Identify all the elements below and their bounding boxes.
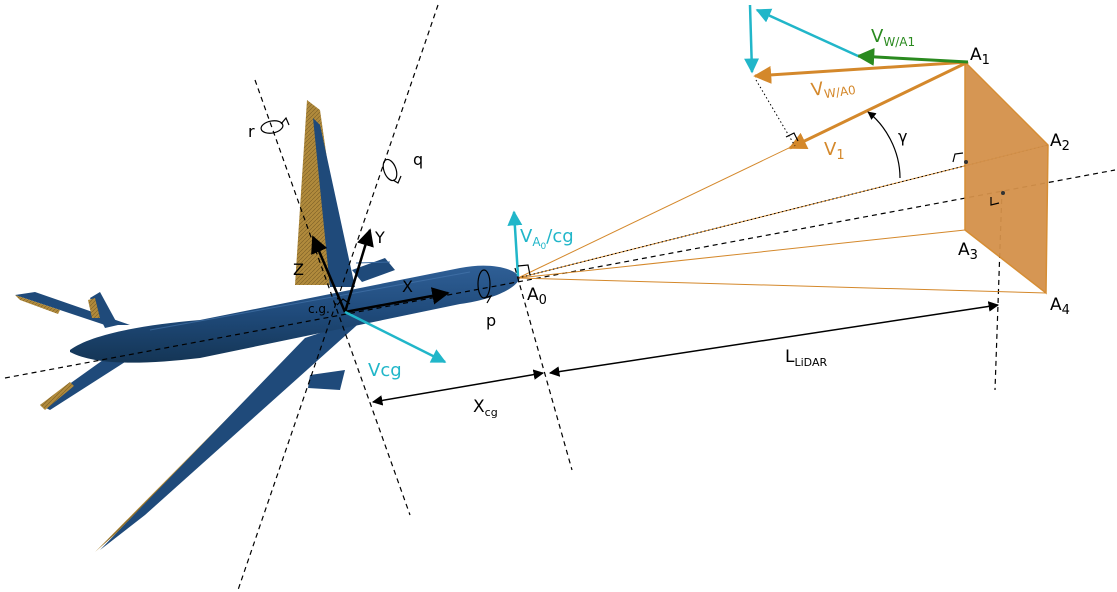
tail-fin <box>90 292 118 328</box>
cg-vertical-axis <box>254 79 411 516</box>
tail-fin-gold <box>88 298 100 318</box>
plane-center-point <box>1001 191 1005 195</box>
airplane-model <box>15 100 520 552</box>
z-axis-arrow <box>311 235 347 313</box>
label-z: Z <box>293 260 304 279</box>
label-vcg: Vcg <box>368 360 402 381</box>
lidar-measurement-plane <box>964 60 1049 295</box>
label-a2: A2 <box>1050 131 1070 154</box>
vcg-arrow <box>344 310 447 364</box>
label-vw-a0: VW/A0 <box>810 74 857 103</box>
label-y: Y <box>374 228 385 247</box>
rotation-p-icon <box>477 269 493 304</box>
label-va0-cg: VA0/cg <box>520 226 574 252</box>
a0-perpendicular <box>514 267 573 471</box>
right-angle-beam-center <box>952 152 964 163</box>
label-a3: A3 <box>958 240 978 263</box>
tail-stabilizer-lower-edge <box>40 382 74 410</box>
label-llidar: LLiDAR <box>785 347 827 369</box>
right-wing-body <box>313 118 355 287</box>
label-v1: V1 <box>824 139 845 163</box>
label-gamma: γ <box>898 127 907 146</box>
gamma-arc <box>867 111 901 179</box>
label-a0: A0 <box>527 285 547 308</box>
projection-line <box>755 79 796 147</box>
right-angle-a0 <box>517 264 531 276</box>
right-angle-plane-center <box>990 197 1000 206</box>
label-p: p <box>486 311 496 330</box>
va0-cg-arrow <box>507 210 523 277</box>
label-cg: c.g. <box>308 302 330 316</box>
xcg-dimension <box>371 369 545 406</box>
fuselage <box>70 265 520 363</box>
left-wing-body <box>100 318 365 550</box>
rotation-r-icon <box>260 116 290 134</box>
vw-a1-arrow <box>856 47 969 66</box>
label-x: X <box>402 277 413 296</box>
label-q: q <box>413 150 423 169</box>
label-a1: A1 <box>970 45 990 68</box>
label-a4: A4 <box>1050 295 1070 318</box>
y-axis-arrow <box>343 228 374 313</box>
vw-a0-arrow <box>753 60 969 84</box>
tail-stabilizer-upper-edge <box>15 295 60 314</box>
beam-center-point <box>964 160 968 164</box>
beam-a4 <box>517 277 1047 294</box>
cyan-vector-2 <box>744 4 760 74</box>
reference-lines <box>4 4 1116 591</box>
right-angle-projection <box>785 132 799 142</box>
label-xcg: Xcg <box>473 397 498 419</box>
llidar-dimension <box>548 301 1000 377</box>
beam-center <box>517 144 1049 279</box>
label-vw-a1: VW/A1 <box>871 26 915 49</box>
x-axis-arrow <box>344 287 450 314</box>
engine-lower <box>308 370 345 390</box>
beam-a3 <box>517 229 966 279</box>
cyan-vector-1 <box>755 8 859 58</box>
rotation-q-icon <box>382 158 402 184</box>
body-axes <box>311 228 450 364</box>
label-r: r <box>248 122 255 141</box>
right-angle-cg <box>336 298 351 306</box>
v1-arrow <box>788 60 969 150</box>
engine-upper <box>352 258 395 282</box>
